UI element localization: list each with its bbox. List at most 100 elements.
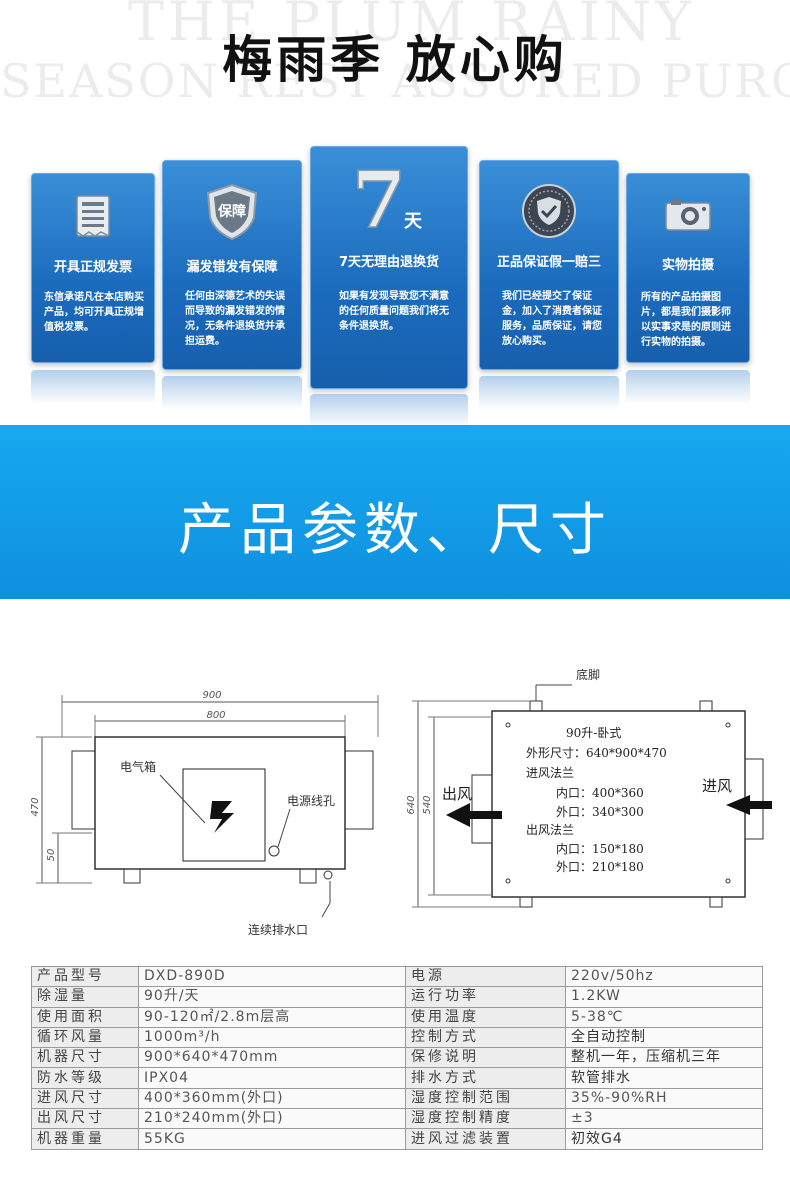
front-view (36, 695, 379, 918)
spec-label: 进风尺寸 (31, 1087, 139, 1110)
table-row: 除湿量 90升/天 运行功率 1.2KW (31, 986, 763, 1008)
spec-value: 软管排水 (565, 1067, 763, 1089)
table-row: 机器重量 55KG 进风过滤装置 初效G4 (31, 1128, 763, 1150)
spec-label: 电源 (405, 965, 566, 988)
label-drain-port: 连续排水口 (248, 922, 308, 937)
card-real-photo[interactable]: 实物拍摄 所有的产品拍摄图片，都是我们摄影师以实事求是的原则进行实物的拍摄。 (626, 173, 750, 363)
card-desc: 如果有发现导致您不满意的任何质量问题我们将无条件退换货。 (339, 291, 449, 332)
spec-value: 90-120㎡/2.8m层高 (138, 1006, 406, 1028)
invoice-icon (32, 194, 154, 238)
spec-value: IPX04 (138, 1067, 406, 1089)
spec-value: 初效G4 (565, 1128, 763, 1150)
table-row: 循环风量 1000m³/h 控制方式 全自动控制 (31, 1026, 763, 1049)
card-genuine-guarantee[interactable]: 正品保证假一赔三 我们已经提交了保证金，加入了消费者保证服务，品质保证，请您放心… (479, 160, 619, 370)
table-row: 机器尺寸 900*640*470mm 保修说明 整机一年，压缩机三年 (31, 1047, 763, 1069)
spec-value: ±3 (565, 1108, 763, 1130)
seven-day-icon: 7 天 (311, 161, 467, 233)
spec-note: 外形尺寸：640*900*470 (526, 746, 667, 760)
section-title: 产品参数、尺寸 (178, 498, 612, 563)
dim-640: 640 (406, 795, 417, 814)
spec-label: 进风过滤装置 (405, 1128, 566, 1150)
spec-value: 1.2KW (565, 986, 763, 1008)
card-invoice[interactable]: 开具正规发票 东信承诺凡在本店购买产品，均可开具正规增值税发票。 (31, 173, 155, 363)
spec-value: DXD-890D (138, 965, 406, 988)
spec-table: 产品型号 DXD-890D 电源 220v/50hz 除湿量 90升/天 运行功… (31, 965, 763, 1150)
spec-value: 210*240mm(外口) (138, 1108, 406, 1130)
side-spec-notes: 90升-卧式 外形尺寸：640*900*470 进风法兰 内口：400*360 … (526, 726, 667, 874)
spec-note: 进风法兰 (526, 766, 574, 780)
spec-note: 外口：340*300 (556, 805, 644, 819)
spec-note: 出风法兰 (526, 823, 574, 837)
card-desc: 任何由深德艺术的失误而导致的漏发错发的情况，无条件退换货并承担运费。 (185, 291, 285, 347)
check-shield-icon (480, 183, 618, 239)
spec-value: 全自动控制 (565, 1026, 763, 1049)
card-seven-day-return[interactable]: 7 天 7天无理由退换货 如果有发现导致您不满意的任何质量问题我们将无条件退换货… (310, 146, 468, 389)
card-reflection (479, 376, 619, 410)
card-guarantee[interactable]: 保障 漏发错发有保障 任何由深德艺术的失误而导致的漏发错发的情况，无条件退换货并… (162, 160, 302, 370)
spec-label: 循环风量 (31, 1026, 139, 1049)
spec-value: 90升/天 (138, 986, 406, 1008)
spec-label: 机器尺寸 (31, 1047, 139, 1069)
spec-label: 产品型号 (31, 965, 139, 988)
seven-day-number: 7 (352, 161, 406, 233)
spec-value: 900*640*470mm (138, 1047, 406, 1069)
card-reflection (162, 376, 302, 410)
spec-label: 控制方式 (405, 1026, 566, 1049)
card-desc: 所有的产品拍摄图片，都是我们摄影师以实事求是的原则进行实物的拍摄。 (641, 292, 731, 348)
spec-note: 内口：150*180 (556, 842, 644, 856)
card-reflection (31, 370, 155, 404)
dim-470: 470 (30, 797, 41, 816)
spec-label: 湿度控制精度 (405, 1108, 566, 1130)
air-in-arrow-icon (726, 795, 772, 815)
card-desc: 东信承诺凡在本店购买产品，均可开具正规增值税发票。 (44, 292, 144, 333)
card-title: 实物拍摄 (661, 258, 714, 273)
spec-label: 保修说明 (405, 1047, 566, 1069)
dim-540: 540 (422, 795, 433, 814)
card-desc: 我们已经提交了保证金，加入了消费者保证服务，品质保证，请您放心购买。 (502, 291, 602, 347)
spec-note: 外口：210*180 (556, 860, 644, 874)
shield-badge-text: 保障 (217, 203, 246, 220)
spec-value: 55KG (138, 1128, 406, 1150)
page-title: 梅雨季 放心购 (222, 31, 568, 89)
spec-value: 1000m³/h (138, 1026, 406, 1049)
spec-label: 除湿量 (31, 986, 139, 1008)
table-row: 产品型号 DXD-890D 电源 220v/50hz (31, 965, 763, 988)
camera-icon (627, 196, 749, 232)
spec-label: 使用面积 (31, 1006, 139, 1028)
label-foot: 底脚 (576, 667, 600, 682)
spec-note: 内口：400*360 (556, 786, 644, 800)
label-air-in: 进风 (702, 777, 732, 795)
card-title: 漏发错发有保障 (186, 260, 278, 275)
spec-value: 整机一年，压缩机三年 (565, 1047, 763, 1069)
seven-day-unit: 天 (404, 211, 423, 232)
spec-label: 使用温度 (405, 1006, 566, 1028)
card-reflection (310, 394, 468, 428)
label-electric-box: 电气箱 (120, 759, 156, 774)
card-title: 正品保证假一赔三 (496, 255, 601, 270)
shield-badge-icon: 保障 (163, 183, 301, 241)
spec-label: 机器重量 (31, 1128, 139, 1150)
spec-label: 出风尺寸 (31, 1108, 139, 1130)
dim-50: 50 (46, 849, 57, 862)
label-power-hole: 电源线孔 (287, 794, 335, 808)
dim-900: 900 (202, 690, 221, 701)
spec-note: 90升-卧式 (566, 726, 621, 740)
spec-label: 排水方式 (405, 1067, 566, 1089)
spec-value: 400*360mm(外口) (138, 1087, 406, 1110)
table-row: 出风尺寸 210*240mm(外口) 湿度控制精度 ±3 (31, 1108, 763, 1130)
spec-label: 湿度控制范围 (405, 1087, 566, 1110)
card-title: 开具正规发票 (53, 260, 132, 275)
table-row: 防水等级 IPX04 排水方式 软管排水 (31, 1067, 763, 1089)
table-row: 进风尺寸 400*360mm(外口) 湿度控制范围 35%-90%RH (31, 1087, 763, 1110)
dim-800: 800 (206, 710, 225, 721)
section-banner: 产品参数、尺寸 (0, 425, 790, 599)
air-out-arrow-icon (446, 803, 502, 827)
spec-label: 运行功率 (405, 986, 566, 1008)
table-row: 使用面积 90-120㎡/2.8m层高 使用温度 5-38℃ (31, 1006, 763, 1028)
lightning-icon (210, 801, 234, 833)
spec-value: 220v/50hz (565, 965, 763, 988)
dimension-diagram: 900 800 470 50 电气箱 电源线孔 连续排水口 640 540 (30, 667, 772, 937)
card-reflection (626, 370, 750, 404)
spec-value: 35%-90%RH (565, 1087, 763, 1110)
bg-watermark-line1: THE PLUM RAINY (128, 0, 695, 53)
